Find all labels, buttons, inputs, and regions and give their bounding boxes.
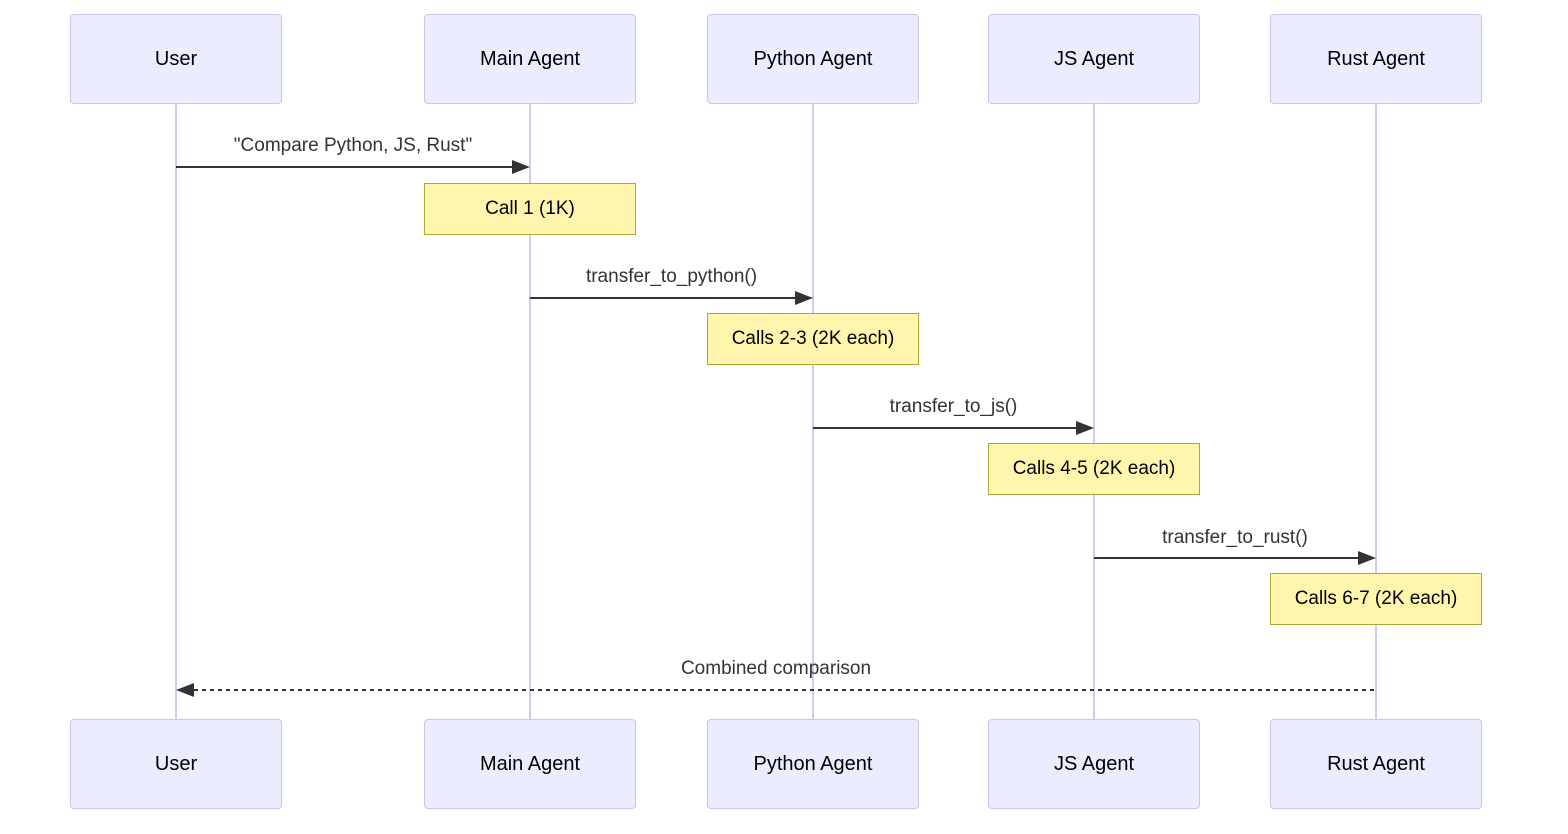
actor-label: User [154, 47, 198, 70]
message-label-transfer-js: transfer_to_js() [889, 396, 1018, 417]
actor-label: Rust Agent [1327, 47, 1425, 70]
actor-top-user: User [70, 14, 282, 104]
actor-top-js-agent: JS Agent [988, 14, 1200, 104]
actor-top-rust-agent: Rust Agent [1270, 14, 1482, 104]
lifeline-rust-agent [1375, 104, 1377, 719]
message-label-transfer-python: transfer_to_python() [585, 266, 758, 287]
message-line-compare [176, 166, 512, 168]
actor-label: Python Agent [753, 752, 873, 775]
actor-label: Rust Agent [1327, 752, 1425, 775]
actor-bottom-main-agent: Main Agent [424, 719, 636, 809]
lifeline-user [175, 104, 177, 719]
note-calls-4-5: Calls 4-5 (2K each) [988, 443, 1200, 495]
note-label: Calls 2-3 (2K each) [731, 328, 895, 349]
actor-label: JS Agent [1053, 752, 1135, 775]
message-line-combined [194, 689, 1376, 691]
actor-label: Main Agent [479, 752, 581, 775]
message-label-transfer-rust: transfer_to_rust() [1162, 527, 1308, 548]
note-label: Calls 6-7 (2K each) [1294, 588, 1458, 609]
actor-bottom-user: User [70, 719, 282, 809]
arrowhead-right-icon [512, 160, 530, 174]
note-calls-6-7: Calls 6-7 (2K each) [1270, 573, 1482, 625]
actor-label: Main Agent [479, 47, 581, 70]
actor-label: Python Agent [753, 47, 873, 70]
arrowhead-left-icon [176, 683, 194, 697]
arrowhead-right-icon [795, 291, 813, 305]
message-label-compare: "Compare Python, JS, Rust" [233, 135, 473, 156]
note-label: Calls 4-5 (2K each) [1012, 458, 1176, 479]
lifeline-js-agent [1093, 104, 1095, 719]
actor-bottom-rust-agent: Rust Agent [1270, 719, 1482, 809]
message-line-transfer-js [813, 427, 1076, 429]
note-calls-2-3: Calls 2-3 (2K each) [707, 313, 919, 365]
actor-bottom-python-agent: Python Agent [707, 719, 919, 809]
actor-bottom-js-agent: JS Agent [988, 719, 1200, 809]
note-label: Call 1 (1K) [485, 198, 575, 219]
message-line-transfer-python [530, 297, 795, 299]
message-label-combined: Combined comparison [680, 658, 872, 679]
lifeline-main-agent [529, 104, 531, 719]
lifeline-python-agent [812, 104, 814, 719]
note-call-1: Call 1 (1K) [424, 183, 636, 235]
arrowhead-right-icon [1076, 421, 1094, 435]
actor-label: JS Agent [1053, 47, 1135, 70]
actor-label: User [154, 752, 198, 775]
arrowhead-right-icon [1358, 551, 1376, 565]
message-line-transfer-rust [1094, 557, 1358, 559]
actor-top-python-agent: Python Agent [707, 14, 919, 104]
actor-top-main-agent: Main Agent [424, 14, 636, 104]
